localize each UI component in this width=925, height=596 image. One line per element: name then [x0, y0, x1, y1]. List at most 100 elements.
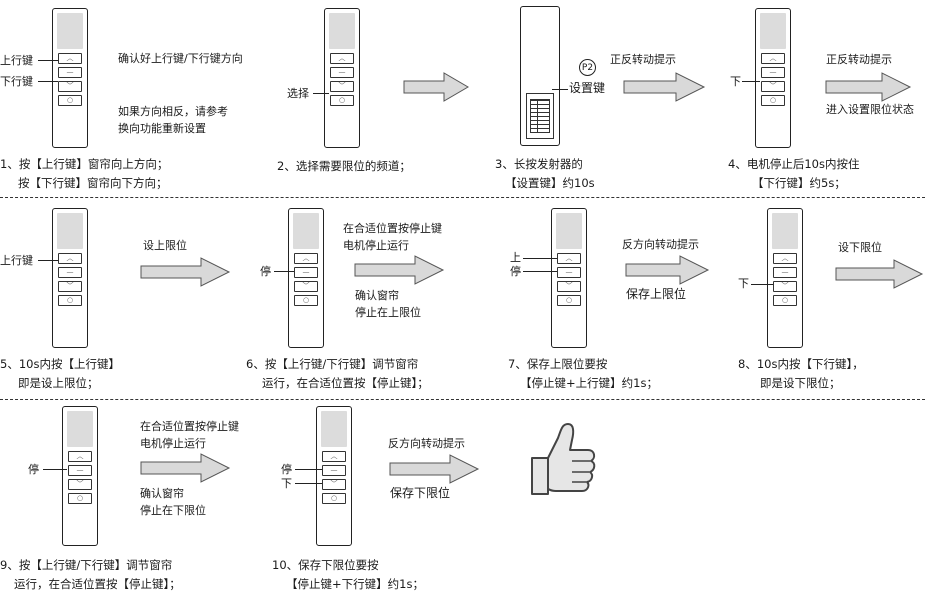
down-button[interactable]: ﹀ — [773, 281, 797, 292]
caption-step10-line1: 10、保存下限位要按 — [272, 558, 379, 572]
down-button[interactable]: ﹀ — [761, 81, 785, 92]
caption-step8-line1: 8、10s内按【下行键】， — [738, 357, 864, 371]
up-button[interactable]: ︿ — [294, 253, 318, 264]
up-button[interactable]: ︿ — [58, 253, 82, 264]
note-reverse-1: 如果方向相反，请参考 — [118, 105, 228, 118]
label-stop: 停 — [281, 463, 292, 476]
label-stop: 停 — [260, 265, 271, 278]
caption-step1-line1: 1、按【上行键】窗帘向上方向； — [0, 157, 169, 171]
stop-button[interactable]: — — [58, 67, 82, 78]
remote-keypad-icon — [329, 13, 355, 49]
divider-line — [0, 399, 925, 400]
stop-button[interactable]: — — [330, 67, 354, 78]
remote-keypad-icon — [760, 13, 786, 49]
caption-step10-line2: 【停止键+下行键】约1s； — [286, 577, 424, 591]
up-button[interactable]: ︿ — [761, 53, 785, 64]
stop-button[interactable]: — — [761, 67, 785, 78]
remote-keypad-icon — [556, 213, 582, 249]
remote-control-step8: ︿ — ﹀ ○ — [767, 208, 803, 348]
leader-line — [751, 284, 773, 285]
set-button[interactable]: ○ — [773, 295, 797, 306]
label-set-key: 设置键 — [569, 81, 606, 95]
stop-button[interactable]: — — [322, 465, 346, 476]
leader-line — [43, 469, 67, 470]
label-up-key: 上行键 — [0, 254, 33, 267]
down-button[interactable]: ﹀ — [557, 281, 581, 292]
arrow-icon — [389, 454, 480, 484]
leader-line — [742, 81, 760, 82]
remote-control-step2: ︿ — ﹀ ○ — [324, 8, 360, 148]
set-button[interactable]: ○ — [557, 295, 581, 306]
thumbs-up-icon — [531, 423, 596, 495]
note-press-stop-2: 电机停止运行 — [140, 437, 206, 450]
set-button[interactable]: ○ — [761, 95, 785, 106]
battery-icon — [537, 99, 550, 133]
leader-line — [38, 60, 58, 61]
set-button[interactable]: ○ — [330, 95, 354, 106]
stop-button[interactable]: — — [58, 267, 82, 278]
label-set-lower-limit: 设下限位 — [838, 241, 882, 254]
leader-line — [313, 93, 329, 94]
remote-control-step10: ︿ — ﹀ ○ — [316, 406, 352, 546]
label-reverse-hint: 反方向转动提示 — [622, 238, 699, 251]
caption-step4-line2: 【下行键】约5s； — [752, 176, 846, 190]
down-button[interactable]: ﹀ — [58, 281, 82, 292]
p2-badge: P2 — [579, 59, 596, 76]
arrow-icon — [140, 453, 231, 483]
divider-line — [0, 197, 925, 198]
arrow-icon — [403, 72, 469, 102]
remote-control-step1: ︿ — ﹀ ○ — [52, 8, 88, 148]
down-button[interactable]: ﹀ — [294, 281, 318, 292]
label-forward-reverse-hint: 正反转动提示 — [826, 53, 892, 66]
remote-keypad-icon — [321, 411, 347, 447]
stop-button[interactable]: — — [294, 267, 318, 278]
stop-button[interactable]: — — [68, 465, 92, 476]
set-button[interactable]: ○ — [294, 295, 318, 306]
up-button[interactable]: ︿ — [557, 253, 581, 264]
arrow-icon — [625, 255, 710, 285]
note-confirm-curtain-1: 确认窗帘 — [140, 487, 184, 500]
label-forward-reverse-hint: 正反转动提示 — [610, 53, 676, 66]
set-button[interactable]: ○ — [58, 295, 82, 306]
label-select: 选择 — [287, 87, 309, 100]
note-save-upper-limit: 保存上限位 — [626, 287, 687, 301]
up-button[interactable]: ︿ — [330, 53, 354, 64]
caption-step3-line2: 【设置键】约10s — [505, 176, 595, 190]
arrow-icon — [623, 72, 706, 102]
remote-control-step5: ︿ — ﹀ ○ — [52, 208, 88, 348]
set-button[interactable]: ○ — [58, 95, 82, 106]
caption-step9-line1: 9、按【上行键/下行键】调节窗帘 — [0, 558, 173, 572]
caption-step6-line1: 6、按【上行键/下行键】调节窗帘 — [246, 357, 419, 371]
label-down: 下 — [281, 477, 292, 490]
remote-keypad-icon — [67, 411, 93, 447]
up-button[interactable]: ︿ — [58, 53, 82, 64]
down-button[interactable]: ﹀ — [68, 479, 92, 490]
set-button[interactable]: ○ — [322, 493, 346, 504]
stop-button[interactable]: — — [557, 267, 581, 278]
note-press-stop-1: 在合适位置按停止键 — [343, 222, 442, 235]
label-set-upper-limit: 设上限位 — [143, 239, 187, 252]
down-button[interactable]: ﹀ — [322, 479, 346, 490]
up-button[interactable]: ︿ — [322, 451, 346, 462]
label-up-key: 上行键 — [0, 54, 33, 67]
arrow-icon — [835, 259, 924, 289]
remote-control-step7: ︿ — ﹀ ○ — [551, 208, 587, 348]
remote-control-step9: ︿ — ﹀ ○ — [62, 406, 98, 546]
down-button[interactable]: ﹀ — [58, 81, 82, 92]
stop-button[interactable]: — — [773, 267, 797, 278]
label-down: 下 — [738, 277, 749, 290]
set-button[interactable]: ○ — [68, 493, 92, 504]
up-button[interactable]: ︿ — [773, 253, 797, 264]
caption-step1-line2: 按【下行键】窗帘向下方向； — [18, 176, 168, 190]
note-confirm-curtain-2: 停止在下限位 — [140, 504, 206, 517]
caption-step6-line2: 运行，在合适位置按【停止键】； — [262, 376, 429, 390]
remote-keypad-icon — [772, 213, 798, 249]
note-press-stop-2: 电机停止运行 — [343, 239, 409, 252]
label-stop: 停 — [510, 265, 521, 278]
label-reverse-hint: 反方向转动提示 — [388, 437, 465, 450]
down-button[interactable]: ﹀ — [330, 81, 354, 92]
label-stop: 停 — [28, 463, 39, 476]
battery-compartment-icon — [526, 93, 554, 139]
caption-step4-line1: 4、电机停止后10s内按住 — [728, 157, 860, 171]
up-button[interactable]: ︿ — [68, 451, 92, 462]
